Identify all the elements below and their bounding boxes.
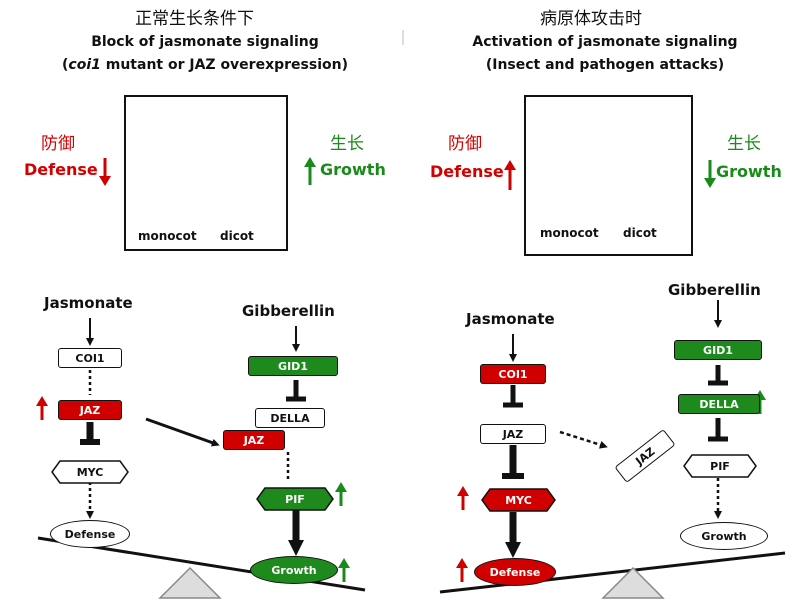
right-dicot-label: dicot [623,226,657,240]
left-growth-label: Growth [320,160,386,179]
right-della-inhibits-pif [708,418,728,442]
left-jasmonate-label: Jasmonate [44,294,133,312]
right-defense-up-small-arrow-icon [456,558,468,582]
left-pif-label: PIF [285,492,305,506]
left-growth-node: Growth [250,556,338,584]
right-defense-cn: 防御 [448,134,482,154]
right-defense-label: Defense [430,162,504,181]
left-growth-cn: 生长 [330,134,364,154]
left-defense-cn: 防御 [41,134,75,154]
right-jaz-node: JAZ [480,424,546,444]
right-balance-beam [439,551,786,594]
left-plant-box [124,95,288,251]
left-gid1-inhibits-della [286,380,306,402]
right-defense-node: Defense [474,558,556,586]
left-jaz2-node: JAZ [223,430,285,450]
left-defense-node: Defense [50,520,130,548]
left-della-node: DELLA [255,408,325,428]
left-defense-label: Defense [24,160,98,179]
right-growth-down-arrow-icon [704,160,716,188]
left-pif-hexagon-icon [256,487,334,511]
right-title-line1: Activation of jasmonate signaling [472,34,738,50]
left-monocot-label: monocot [138,229,197,243]
left-defense-down-arrow-icon [99,158,111,186]
right-gid1-inhibits-della [708,365,728,386]
right-gibberellin-label: Gibberellin [668,281,761,299]
left-jaz-inhibits-myc [80,422,100,445]
left-pif-up-arrow-icon [335,482,347,506]
right-growth-cn: 生长 [727,134,761,154]
right-title-line2: (Insect and pathogen attacks) [485,57,725,73]
right-jaz-inhibits-myc [502,445,524,479]
right-coi1-node: COI1 [480,364,546,384]
left-dicot-label: dicot [220,229,254,243]
left-title-line2: (coi1 mutant or JAZ overexpression) [62,57,348,73]
left-myc-hexagon-icon [51,460,129,484]
right-monocot-label: monocot [540,226,599,240]
right-pif-label: PIF [710,459,730,473]
left-jaz-node: JAZ [58,400,122,420]
right-growth-node: Growth [680,522,768,550]
left-gid1-node: GID1 [248,356,338,376]
left-growth-up-small-arrow-icon [338,558,350,582]
left-growth-up-arrow-icon [304,157,316,185]
left-jaz-up-arrow-icon [36,396,48,420]
left-title-line1: Block of jasmonate signaling [91,34,319,50]
right-myc-hexagon-icon [481,488,556,512]
right-plant-box [524,95,693,256]
right-jasmonate-label: Jasmonate [466,310,555,328]
left-title-italic: coi1 [68,57,101,73]
left-myc-label: MYC [76,465,104,479]
left-coi1-node: COI1 [58,348,122,368]
left-gibberellin-label: Gibberellin [242,302,335,320]
left-balance-fulcrum-icon [158,566,222,599]
right-myc-label: MYC [505,493,532,507]
right-heading-cn: 病原体攻击时 [540,9,642,29]
right-della-node: DELLA [678,394,760,414]
right-coi1-inhibits-jaz [503,385,523,408]
right-defense-up-arrow-icon [504,160,516,190]
right-growth-label: Growth [716,162,782,181]
right-myc-up-arrow-icon [457,486,469,510]
right-gid1-node: GID1 [674,340,762,360]
left-heading-cn: 正常生长条件下 [135,9,254,29]
right-balance-fulcrum-icon [601,566,665,599]
right-pif-hexagon-icon [683,454,757,478]
